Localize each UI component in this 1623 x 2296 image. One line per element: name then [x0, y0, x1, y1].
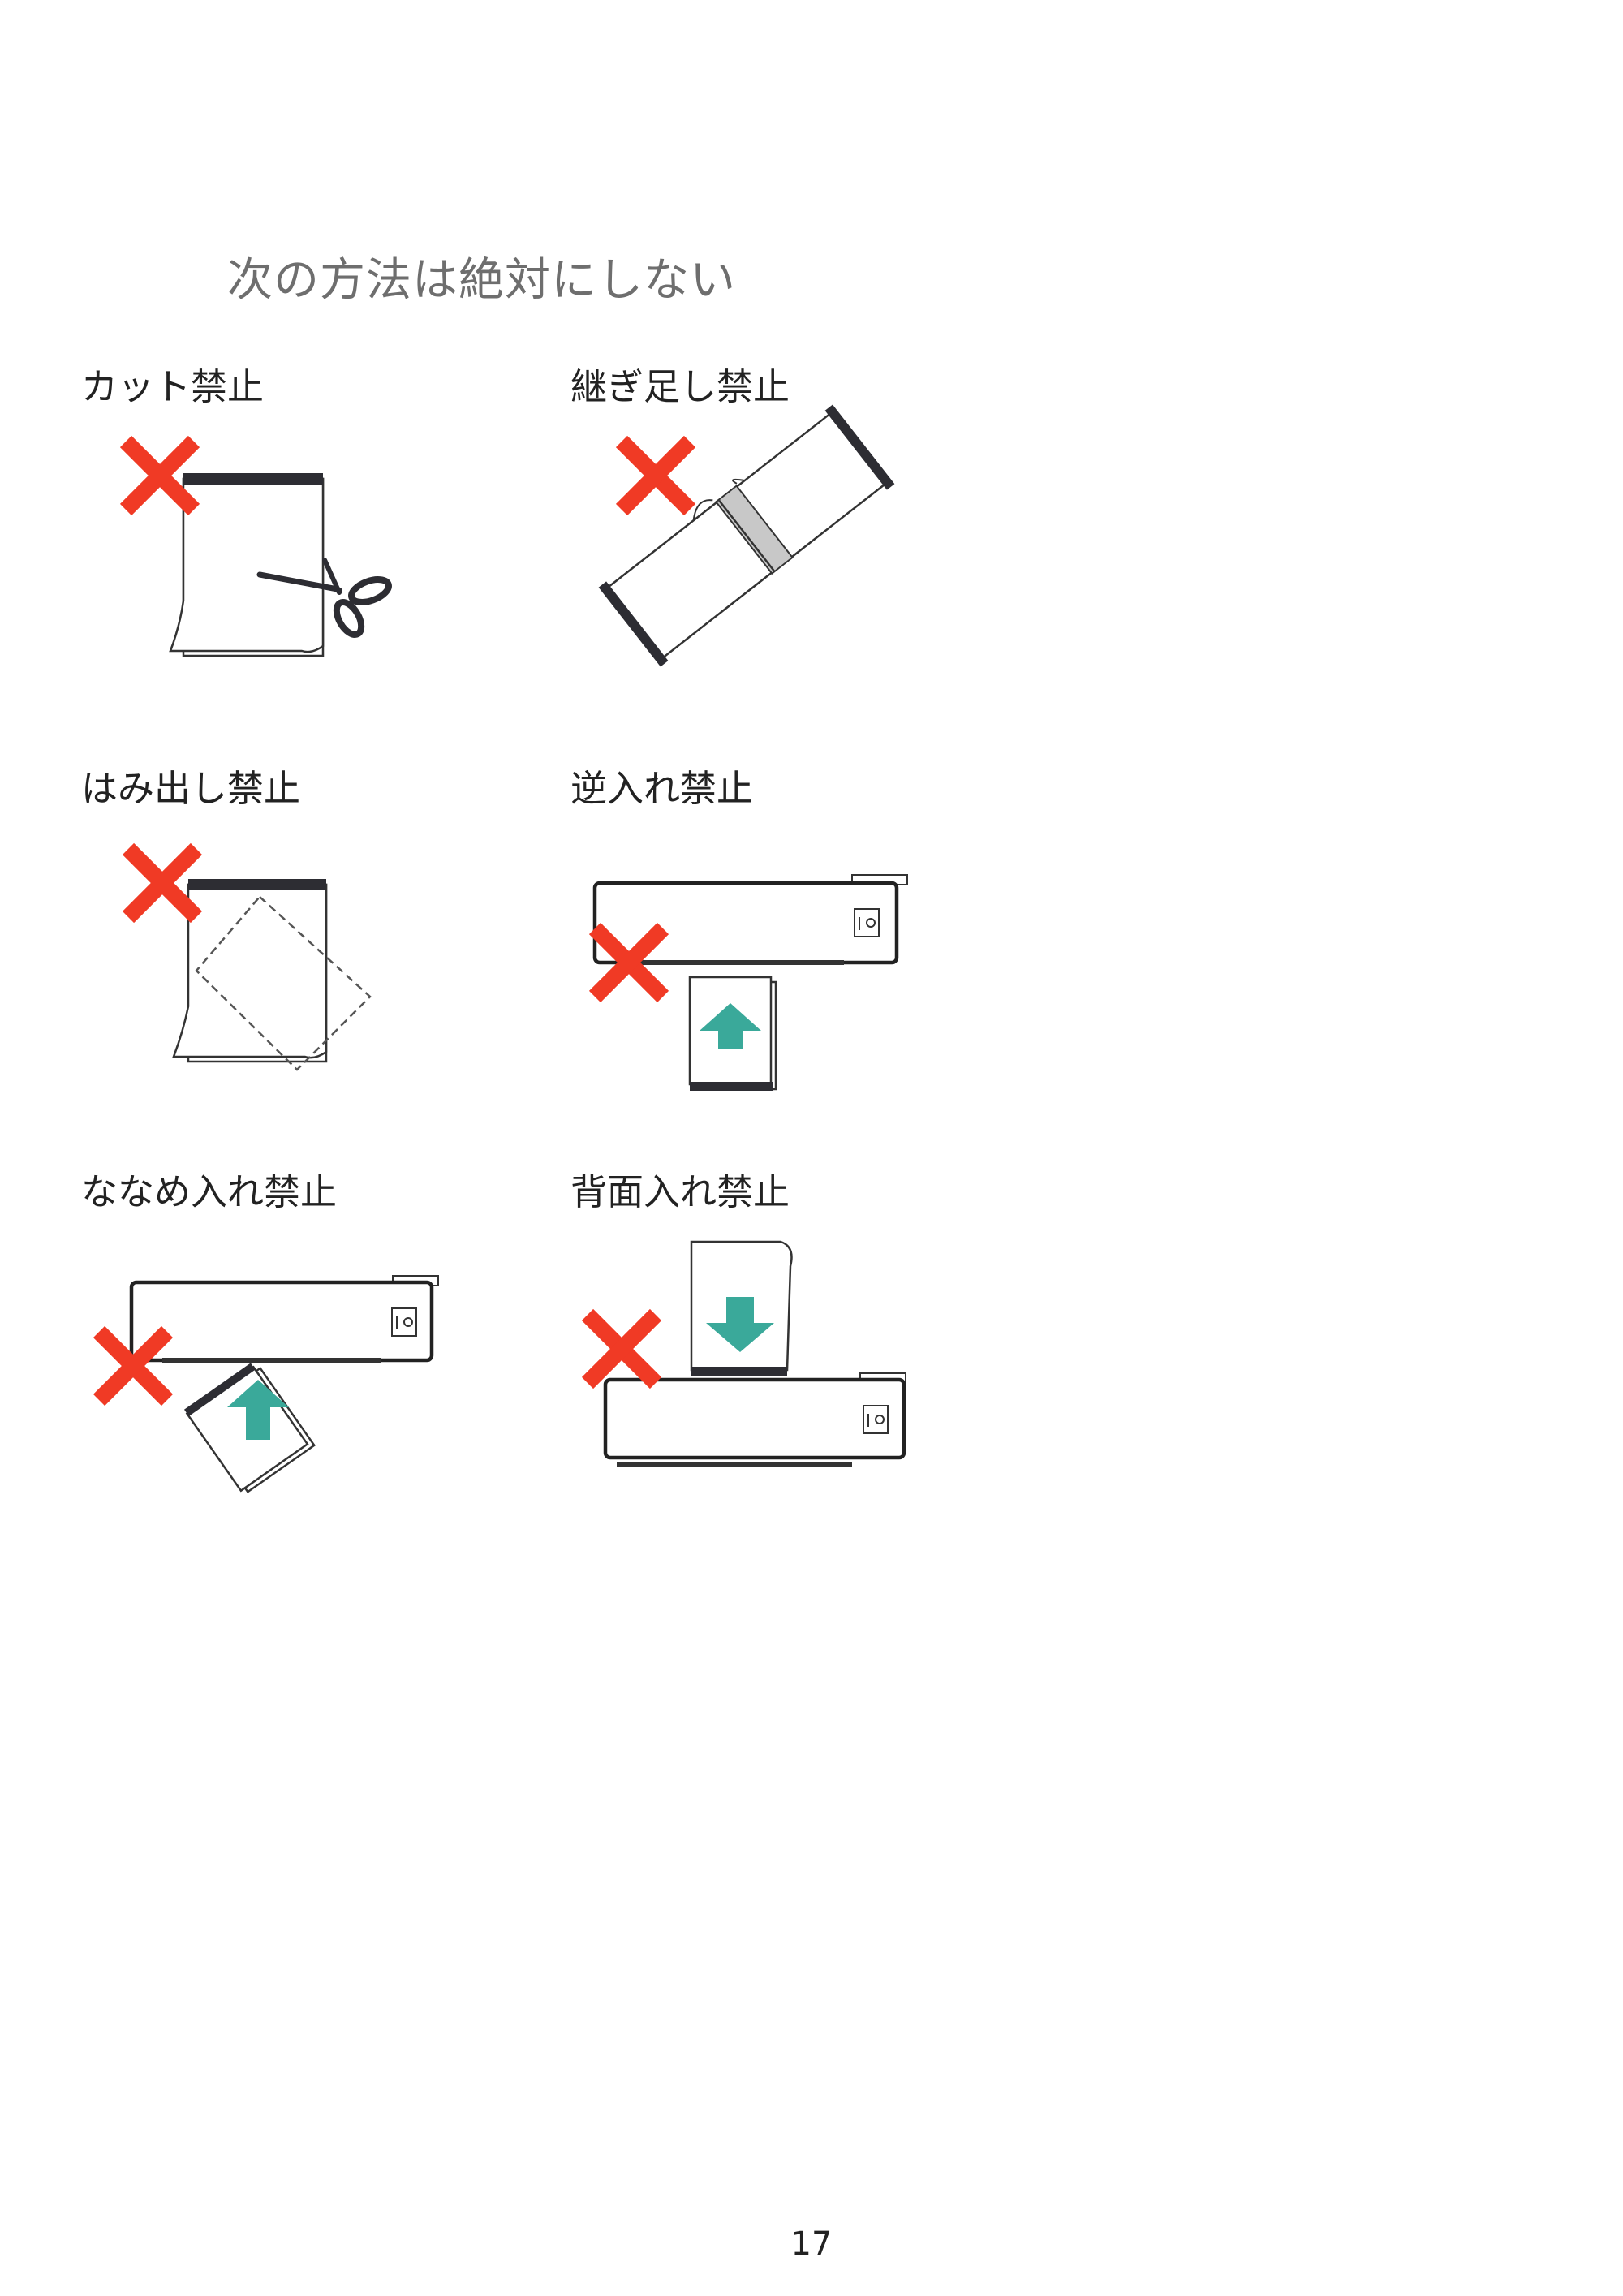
page-number: 17: [790, 2225, 833, 2263]
illustration-no-diagonal-insert: [99, 1275, 439, 1493]
arrow-up-icon: [700, 1003, 761, 1049]
prohibited-cross-icon: [588, 1315, 656, 1383]
prohibited-cross-icon: [128, 849, 196, 917]
power-switch-icon: [863, 1405, 889, 1434]
power-switch-icon: [391, 1307, 417, 1337]
label-no-joining: 継ぎ足し禁止: [570, 365, 790, 408]
arrow-down-icon: [706, 1297, 774, 1352]
illustration-no-back-insert: [588, 1240, 906, 1467]
power-switch-icon: [854, 908, 880, 937]
label-no-overhang: はみ出し禁止: [81, 767, 301, 810]
illustration-no-joining: [598, 404, 895, 667]
illustration-no-reverse-insert: [595, 874, 908, 1091]
label-no-cutting: カット禁止: [81, 365, 265, 408]
prohibited-cross-icon: [622, 442, 690, 510]
illustration-no-cutting: [126, 442, 392, 657]
scissors-icon: [256, 558, 392, 638]
label-no-back-insert: 背面入れ禁止: [570, 1170, 790, 1213]
page-heading: 次の方法は絶対にしない: [227, 254, 736, 307]
illustrations: [0, 404, 908, 1493]
label-no-reverse-insert: 逆入れ禁止: [570, 767, 754, 810]
illustration-no-overhang: [128, 849, 372, 1071]
label-no-diagonal-insert: ななめ入れ禁止: [81, 1170, 338, 1213]
arrow-up-icon: [227, 1380, 289, 1440]
